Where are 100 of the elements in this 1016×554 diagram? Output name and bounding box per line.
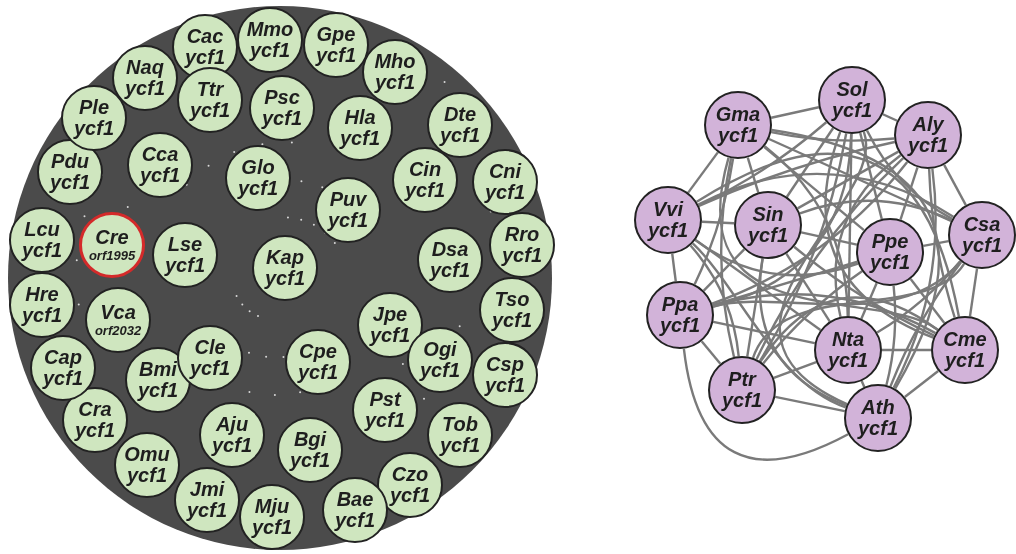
species-label: Gma [715, 104, 761, 125]
gene-label: ycf1 [718, 125, 758, 146]
network-edge [785, 127, 835, 198]
network-edge [691, 242, 847, 409]
gene-label: ycf1 [485, 375, 525, 396]
gene-label: ycf1 [430, 260, 470, 281]
gene-label: ycf1 [648, 220, 688, 241]
species-label: Czo [391, 464, 429, 485]
species-label: Vca [100, 302, 136, 323]
species-label: Ppa [661, 294, 699, 315]
species-label: Aly [912, 114, 944, 135]
network-edge [889, 261, 963, 387]
network-edge [799, 199, 952, 222]
species-label: Mho [374, 51, 416, 72]
gene-label: ycf1 [252, 517, 292, 538]
species-label: Tso [494, 289, 530, 310]
gene-label: ycf1 [74, 118, 114, 139]
gene-label: ycf1 [390, 485, 430, 506]
network-edge [759, 296, 939, 363]
gene-label: ycf1 [187, 500, 227, 521]
species-label: Sol [836, 79, 868, 100]
gene-label: ycf1 [828, 350, 868, 371]
network-edge [758, 258, 847, 407]
network-edge [860, 282, 878, 320]
gene-label: ycf1 [140, 165, 180, 186]
gene-label: orf2032 [94, 323, 142, 338]
species-label: Pdu [51, 151, 89, 172]
species-label: Dte [443, 104, 477, 125]
species-label: Cre [95, 227, 129, 248]
species-label: Mju [254, 496, 290, 517]
species-label: Kap [266, 247, 304, 268]
species-label: Mmo [246, 19, 294, 40]
gene-label: ycf1 [370, 325, 410, 346]
network-edge [763, 145, 865, 232]
species-label: Cpe [299, 341, 337, 362]
gene-node-circle [818, 66, 886, 134]
gene-node-circle [856, 218, 924, 286]
species-label: Cap [44, 347, 82, 368]
network-edge [773, 360, 817, 380]
network-edge [763, 145, 849, 317]
network-edge [758, 133, 848, 362]
network-edge [968, 268, 979, 317]
species-label: Psc [264, 87, 300, 108]
gene-node-circle [734, 191, 802, 259]
species-label: Jpe [372, 304, 408, 325]
network-edge [682, 348, 849, 461]
network-edge [700, 340, 722, 365]
species-label: Bgi [293, 429, 327, 450]
network-edge [697, 172, 954, 218]
species-label: Cac [186, 26, 224, 47]
species-label: Glo [241, 157, 275, 178]
gene-label: ycf1 [945, 350, 985, 371]
network-edge [793, 245, 935, 337]
network-edge [779, 131, 867, 406]
gene-label: ycf1 [165, 255, 205, 276]
gene-label: ycf1 [50, 172, 90, 193]
gene-node-circle [634, 186, 702, 254]
gene-label: ycf1 [250, 40, 290, 61]
species-label: Lse [167, 234, 203, 255]
species-label: Gpe [316, 24, 356, 45]
gene-label: ycf1 [908, 135, 948, 156]
network-edge [876, 260, 962, 334]
gene-label: ycf1 [485, 182, 525, 203]
network-edge [785, 253, 831, 322]
network-edge [909, 278, 946, 324]
gene-node-circle [814, 316, 882, 384]
gene-node-circle [948, 201, 1016, 269]
species-label: Cra [78, 399, 112, 420]
gene-label: ycf1 [290, 450, 330, 471]
species-label: Pst [369, 389, 401, 410]
gene-label: ycf1 [238, 178, 278, 199]
network-edge [671, 253, 677, 282]
gene-label: ycf1 [22, 305, 62, 326]
gene-label: ycf1 [212, 435, 252, 456]
gene-label: ycf1 [440, 435, 480, 456]
species-label: Dsa [431, 239, 469, 260]
gene-node-circle [646, 281, 714, 349]
network-edge [923, 240, 949, 247]
species-label: Aju [215, 414, 249, 435]
network-edge [711, 161, 909, 305]
network-edge [768, 137, 952, 223]
species-label: Csp [486, 354, 524, 375]
gene-label: ycf1 [722, 390, 762, 411]
network-edge [687, 151, 719, 194]
species-label: Cin [408, 159, 442, 180]
network-edge [746, 258, 764, 357]
network-edge [860, 380, 866, 388]
species-label: Lcu [24, 219, 60, 240]
gene-label: ycf1 [43, 368, 83, 389]
network-edge [701, 220, 735, 225]
species-label: Cle [194, 337, 226, 358]
species-label: Ath [861, 397, 895, 418]
network-edge [834, 154, 902, 318]
network-edge [712, 260, 858, 307]
species-label: Ogi [423, 339, 457, 360]
network-edge [755, 157, 905, 360]
network-edge [696, 152, 961, 317]
gene-label: ycf1 [405, 180, 445, 201]
network-edge [698, 140, 895, 208]
network-edge [751, 263, 965, 359]
